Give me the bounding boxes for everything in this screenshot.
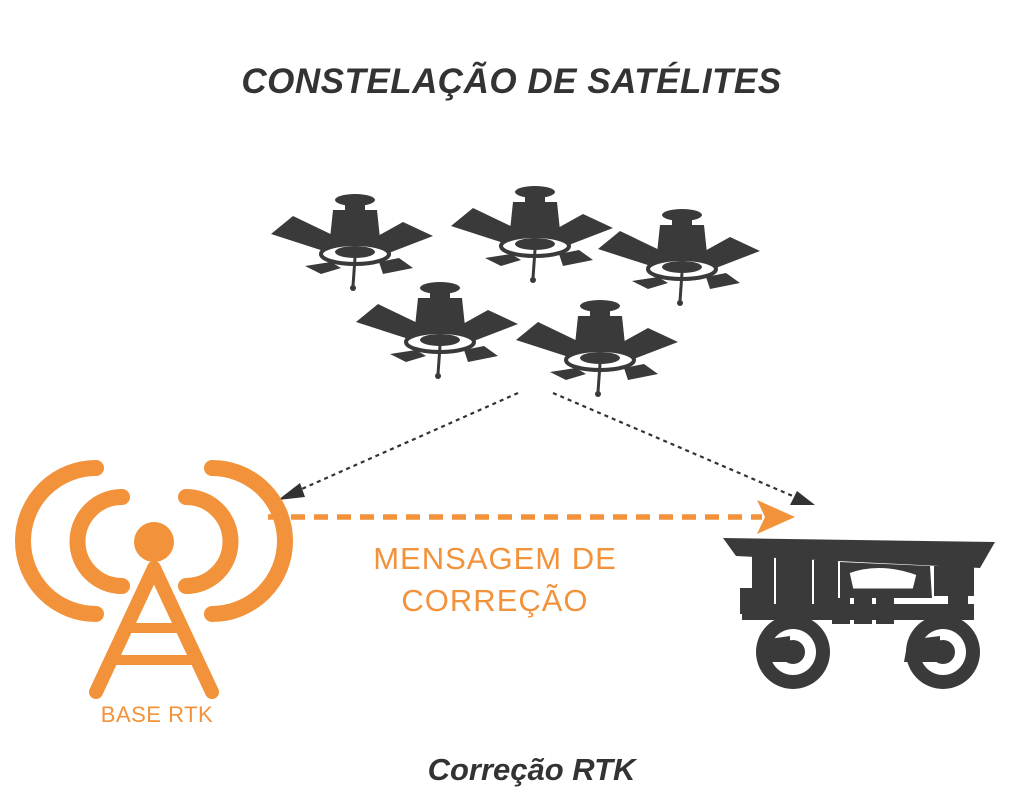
- signal-line-to-base: [294, 391, 519, 494]
- base-rtk-label: BASE RTK: [100, 702, 214, 727]
- satellite-icon: [596, 207, 762, 308]
- correction-message-line-1: MENSAGEM DE: [373, 541, 617, 576]
- arrow-icon: [790, 491, 815, 505]
- satellite-icon: [449, 184, 615, 285]
- diagram-caption: Correção RTK: [427, 752, 636, 787]
- satellite-icon: [514, 298, 680, 399]
- rover-tractor-icon: [723, 538, 995, 689]
- arrow-icon: [757, 500, 795, 534]
- satellite-icon: [354, 280, 520, 381]
- diagram-title: CONSTELAÇÃO DE SATÉLITES: [241, 62, 782, 101]
- satellite-icon: [269, 192, 435, 293]
- correction-message-line-2: CORREÇÃO: [401, 583, 589, 618]
- radio-tower-icon: [15, 460, 293, 699]
- arrow-icon: [278, 483, 305, 500]
- signal-line-to-rover: [552, 391, 796, 499]
- correction-message: MENSAGEM DE CORREÇÃO: [330, 538, 660, 622]
